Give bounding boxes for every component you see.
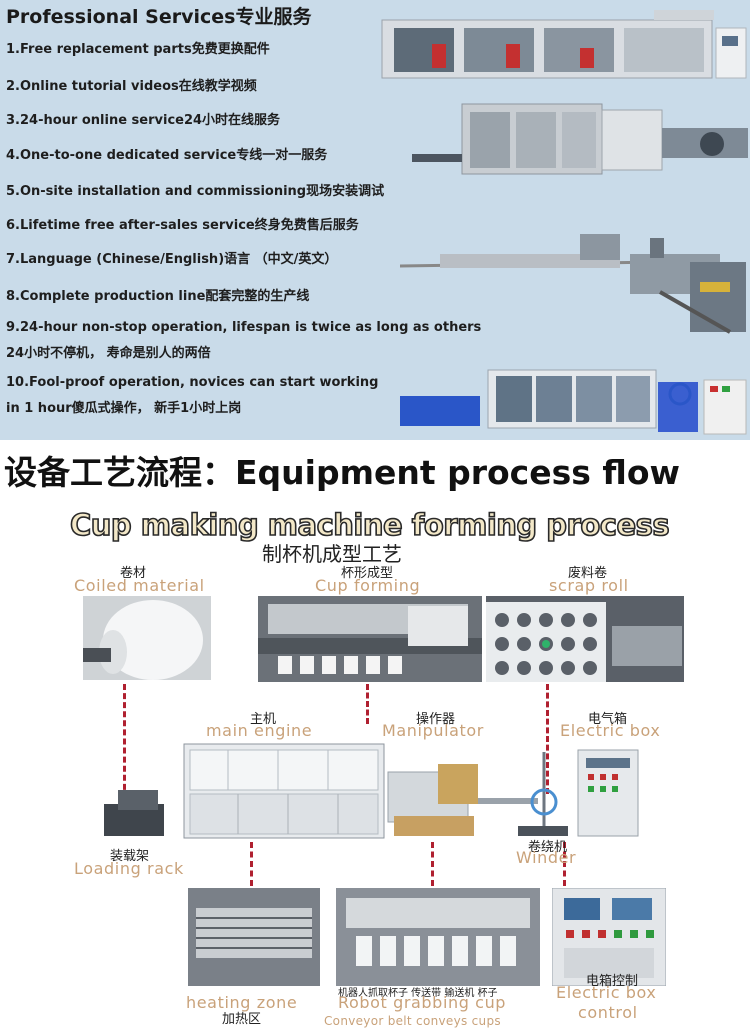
coiled-material-cn: 卷材 [120,566,147,581]
coiled-material-en: Coiled material [74,576,205,595]
main-engine-en: main engine [206,721,313,740]
manipulator-cn: 操作器 [416,712,456,727]
winder-cn: 卷绕机 [528,840,568,855]
service-item-9: 9.24-hour non-stop operation, lifespan i… [6,320,482,335]
service-item-9-cn: 24小时不停机， 寿命是别人的两倍 [6,346,211,361]
service-item-7: 7.Language (Chinese/English)语言 （中文/英文） [6,252,338,267]
process-subtitle: 制杯机成型工艺 [262,542,402,566]
service-item-10: 10.Fool-proof operation, novices can sta… [6,375,379,390]
extruder-line-image [400,234,746,334]
coiled-material-photo [83,596,211,680]
services-title: Professional Services专业服务 [6,6,312,28]
service-item-8: 8.Complete production line配套完整的生产线 [6,289,310,304]
connector-cup [366,684,369,724]
scrap-roll-photo [486,596,684,682]
service-item-2: 2.Online tutorial videos在线教学视频 [6,79,257,94]
loading-rack-en: Loading rack [74,859,184,878]
production-line-image [400,369,747,435]
electric-control-en-1: Electric box [556,983,657,1002]
services-panel: Professional Services专业服务 1.Free replace… [0,0,750,440]
cup-forming-cn: 杯形成型 [341,566,394,581]
extrusion-machine-image [412,103,748,175]
connector-heating [250,842,253,886]
connector-robot [431,842,434,886]
connector-control [563,842,566,886]
service-item-1: 1.Free replacement parts免费更换配件 [6,42,270,57]
service-item-4: 4.One-to-one dedicated service专线一对一服务 [6,148,328,163]
heating-zone-photo [188,888,320,986]
main-engine-cn: 主机 [250,712,277,727]
electric-control-photo [552,888,666,986]
conveyor-belt-en: Conveyor belt conveys cups [324,1014,501,1028]
robot-grabbing-photo [336,888,540,986]
service-item-5: 5.On-site installation and commissioning… [6,184,385,199]
service-item-3: 3.24-hour online service24小时在线服务 [6,113,281,128]
process-flow-banner: 设备工艺流程：Equipment process flow [0,440,750,496]
service-item-10-cn: in 1 hour傻瓜式操作， 新手1小时上岗 [6,401,242,416]
process-title: Cup making machine forming process [69,507,670,543]
electric-control-cn: 电箱控制 [586,974,639,989]
connector-coiled [123,684,126,808]
robot-grabbing-cn: 机器人抓取杯子 传送带 输送机 杯子 [338,988,498,999]
heating-zone-cn: 加热区 [222,1012,262,1027]
electric-box-en: Electric box [560,721,661,740]
banner-title: 设备工艺流程：Equipment process flow [4,453,681,492]
manipulator-en: Manipulator [382,721,484,740]
scrap-roll-en: scrap roll [549,576,629,595]
electric-control-en-2: control [578,1003,638,1022]
cup-forming-photo [258,596,482,682]
winder-en: Winder [516,848,577,867]
cup-forming-en: Cup forming [315,576,421,595]
cup-making-machine-image [104,743,639,839]
connector-scrap [546,684,549,794]
loading-rack-cn: 装载架 [110,849,150,864]
service-item-6: 6.Lifetime free after-sales service终身免费售… [6,218,359,233]
electric-box-cn: 电气箱 [588,712,628,727]
scrap-roll-cn: 废料卷 [568,566,608,581]
thermoforming-machine-image [381,10,747,79]
robot-grabbing-en: Robot grabbing cup [338,993,507,1012]
heating-zone-en: heating zone [186,993,298,1012]
